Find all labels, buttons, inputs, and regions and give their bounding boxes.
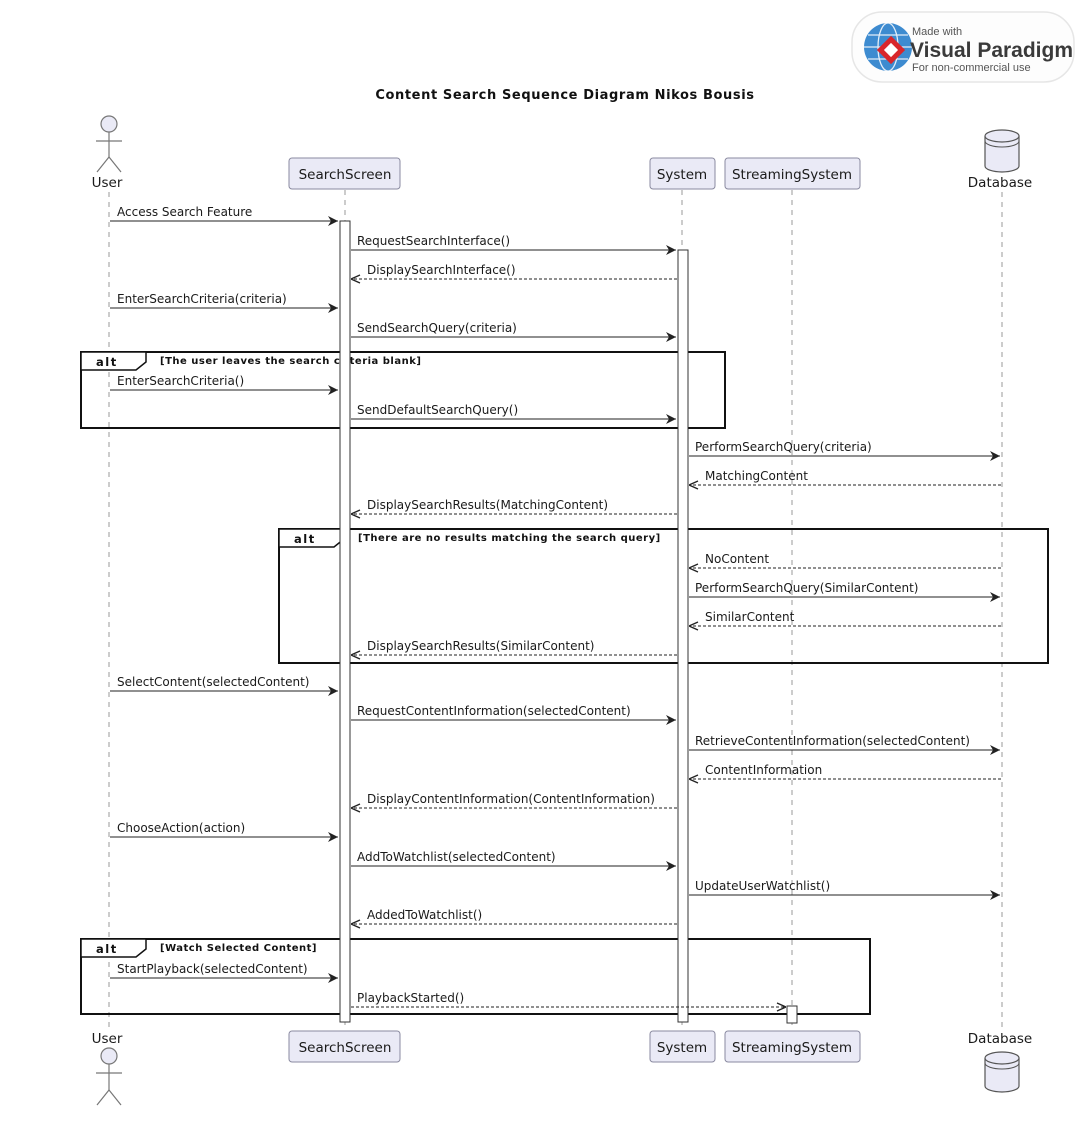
message-label: DisplayContentInformation(ContentInforma… [367, 792, 655, 806]
participant-label: StreamingSystem [732, 167, 852, 183]
diagram-title: Content Search Sequence Diagram Nikos Bo… [375, 88, 754, 103]
message-request-content-information: RequestContentInformation(selectedConten… [351, 704, 676, 725]
participant-searchscreen-bottom: SearchScreen [288, 1030, 401, 1063]
actor-stick-figure-icon [96, 1047, 122, 1106]
participant-label: System [657, 1040, 707, 1056]
participant-label: System [657, 167, 707, 183]
alt-guard: [The user leaves the search criteria bla… [160, 356, 421, 367]
messages: Access Search Feature RequestSearchInter… [110, 205, 1001, 1007]
database-label: Database [968, 175, 1032, 191]
activation-streaming [786, 1005, 798, 1024]
message-display-content-information: DisplayContentInformation(ContentInforma… [351, 792, 677, 808]
message-label: AddedToWatchlist() [367, 908, 482, 922]
message-content-information: ContentInformation [689, 763, 1001, 779]
alt-guard: [Watch Selected Content] [160, 943, 317, 954]
participant-system-bottom: System [649, 1030, 716, 1063]
database-cylinder-icon [984, 129, 1020, 173]
message-label: DisplaySearchResults(SimilarContent) [367, 639, 594, 653]
alt-keyword: alt [96, 355, 118, 369]
participant-label: SearchScreen [299, 167, 392, 183]
message-update-user-watchlist: UpdateUserWatchlist() [689, 879, 1000, 900]
message-label: PerformSearchQuery(SimilarContent) [695, 581, 918, 595]
message-label: MatchingContent [705, 469, 808, 483]
visual-paradigm-watermark: Made with Visual Paradigm For non-commer… [851, 11, 1075, 83]
message-label: StartPlayback(selectedContent) [117, 962, 308, 976]
message-label: ContentInformation [705, 763, 822, 777]
activations [339, 220, 798, 1024]
message-perform-search-query: PerformSearchQuery(criteria) [689, 440, 1000, 461]
watermark-usage: For non-commercial use [912, 62, 1031, 74]
message-label: Access Search Feature [117, 205, 252, 219]
message-label: SendDefaultSearchQuery() [357, 403, 518, 417]
message-label: EnterSearchCriteria(criteria) [117, 292, 287, 306]
visual-paradigm-logo-icon [864, 22, 912, 72]
message-label: SelectContent(selectedContent) [117, 675, 310, 689]
participant-database-bottom: Database [968, 1031, 1032, 1093]
alt-keyword: alt [96, 942, 118, 956]
message-label: PerformSearchQuery(criteria) [695, 440, 872, 454]
watermark-made-with: Made with [912, 26, 962, 38]
participant-label: SearchScreen [299, 1040, 392, 1056]
message-enter-search-criteria-blank: EnterSearchCriteria() [110, 374, 338, 395]
database-label: Database [968, 1031, 1032, 1047]
message-label: UpdateUserWatchlist() [695, 879, 830, 893]
message-label: DisplaySearchInterface() [367, 263, 516, 277]
actor-label: User [92, 1031, 123, 1047]
message-label: RequestContentInformation(selectedConten… [357, 704, 631, 718]
message-added-to-watchlist: AddedToWatchlist() [351, 908, 677, 924]
message-label: EnterSearchCriteria() [117, 374, 244, 388]
message-label: RetrieveContentInformation(selectedConte… [695, 734, 970, 748]
message-label: SendSearchQuery(criteria) [357, 321, 517, 335]
lifelines [108, 190, 1003, 1030]
message-choose-action: ChooseAction(action) [110, 821, 338, 842]
alt-fragment-no-results: alt [There are no results matching the s… [278, 528, 1049, 664]
message-playback-started: PlaybackStarted() [351, 991, 786, 1007]
participant-streaming-bottom: StreamingSystem [724, 1030, 861, 1063]
message-no-content: NoContent [689, 552, 1001, 568]
alt-fragment-watch-content: alt [Watch Selected Content] [80, 938, 871, 1015]
activation-system [677, 249, 689, 1023]
message-display-search-results-matching: DisplaySearchResults(MatchingContent) [351, 498, 677, 514]
participant-streaming-top: StreamingSystem [724, 157, 861, 190]
message-perform-search-query-similar: PerformSearchQuery(SimilarContent) [689, 581, 1000, 602]
message-label: SimilarContent [705, 610, 795, 624]
message-label: PlaybackStarted() [357, 991, 464, 1005]
message-label: DisplaySearchResults(MatchingContent) [367, 498, 608, 512]
message-display-search-results-similar: DisplaySearchResults(SimilarContent) [351, 639, 677, 655]
message-start-playback: StartPlayback(selectedContent) [110, 962, 338, 983]
participant-searchscreen-top: SearchScreen [288, 157, 401, 190]
message-access-search-feature: Access Search Feature [110, 205, 338, 226]
message-send-search-query: SendSearchQuery(criteria) [351, 321, 676, 342]
message-display-search-interface: DisplaySearchInterface() [351, 263, 677, 279]
actor-stick-figure-icon [96, 115, 122, 173]
database-cylinder-icon [984, 1051, 1020, 1093]
message-request-search-interface: RequestSearchInterface() [351, 234, 676, 255]
actor-label: User [92, 175, 123, 191]
message-send-default-search-query: SendDefaultSearchQuery() [351, 403, 676, 424]
actor-user-top: User [92, 115, 123, 191]
message-enter-search-criteria: EnterSearchCriteria(criteria) [110, 292, 338, 313]
activation-searchscreen [339, 220, 351, 1023]
message-similar-content: SimilarContent [689, 610, 1001, 626]
participant-label: StreamingSystem [732, 1040, 852, 1056]
message-add-to-watchlist: AddToWatchlist(selectedContent) [351, 850, 676, 871]
participant-system-top: System [649, 157, 716, 190]
alt-fragment-blank-criteria: alt [The user leaves the search criteria… [80, 351, 726, 429]
message-label: AddToWatchlist(selectedContent) [357, 850, 556, 864]
participant-database-top: Database [968, 129, 1032, 191]
message-retrieve-content-information: RetrieveContentInformation(selectedConte… [689, 734, 1000, 755]
message-matching-content: MatchingContent [689, 469, 1001, 485]
message-label: RequestSearchInterface() [357, 234, 510, 248]
message-label: ChooseAction(action) [117, 821, 245, 835]
watermark-brand: Visual Paradigm [910, 39, 1073, 62]
message-select-content: SelectContent(selectedContent) [110, 675, 338, 696]
alt-guard: [There are no results matching the searc… [358, 533, 661, 544]
message-label: NoContent [705, 552, 769, 566]
alt-keyword: alt [294, 532, 316, 546]
actor-user-bottom: User [92, 1031, 123, 1106]
